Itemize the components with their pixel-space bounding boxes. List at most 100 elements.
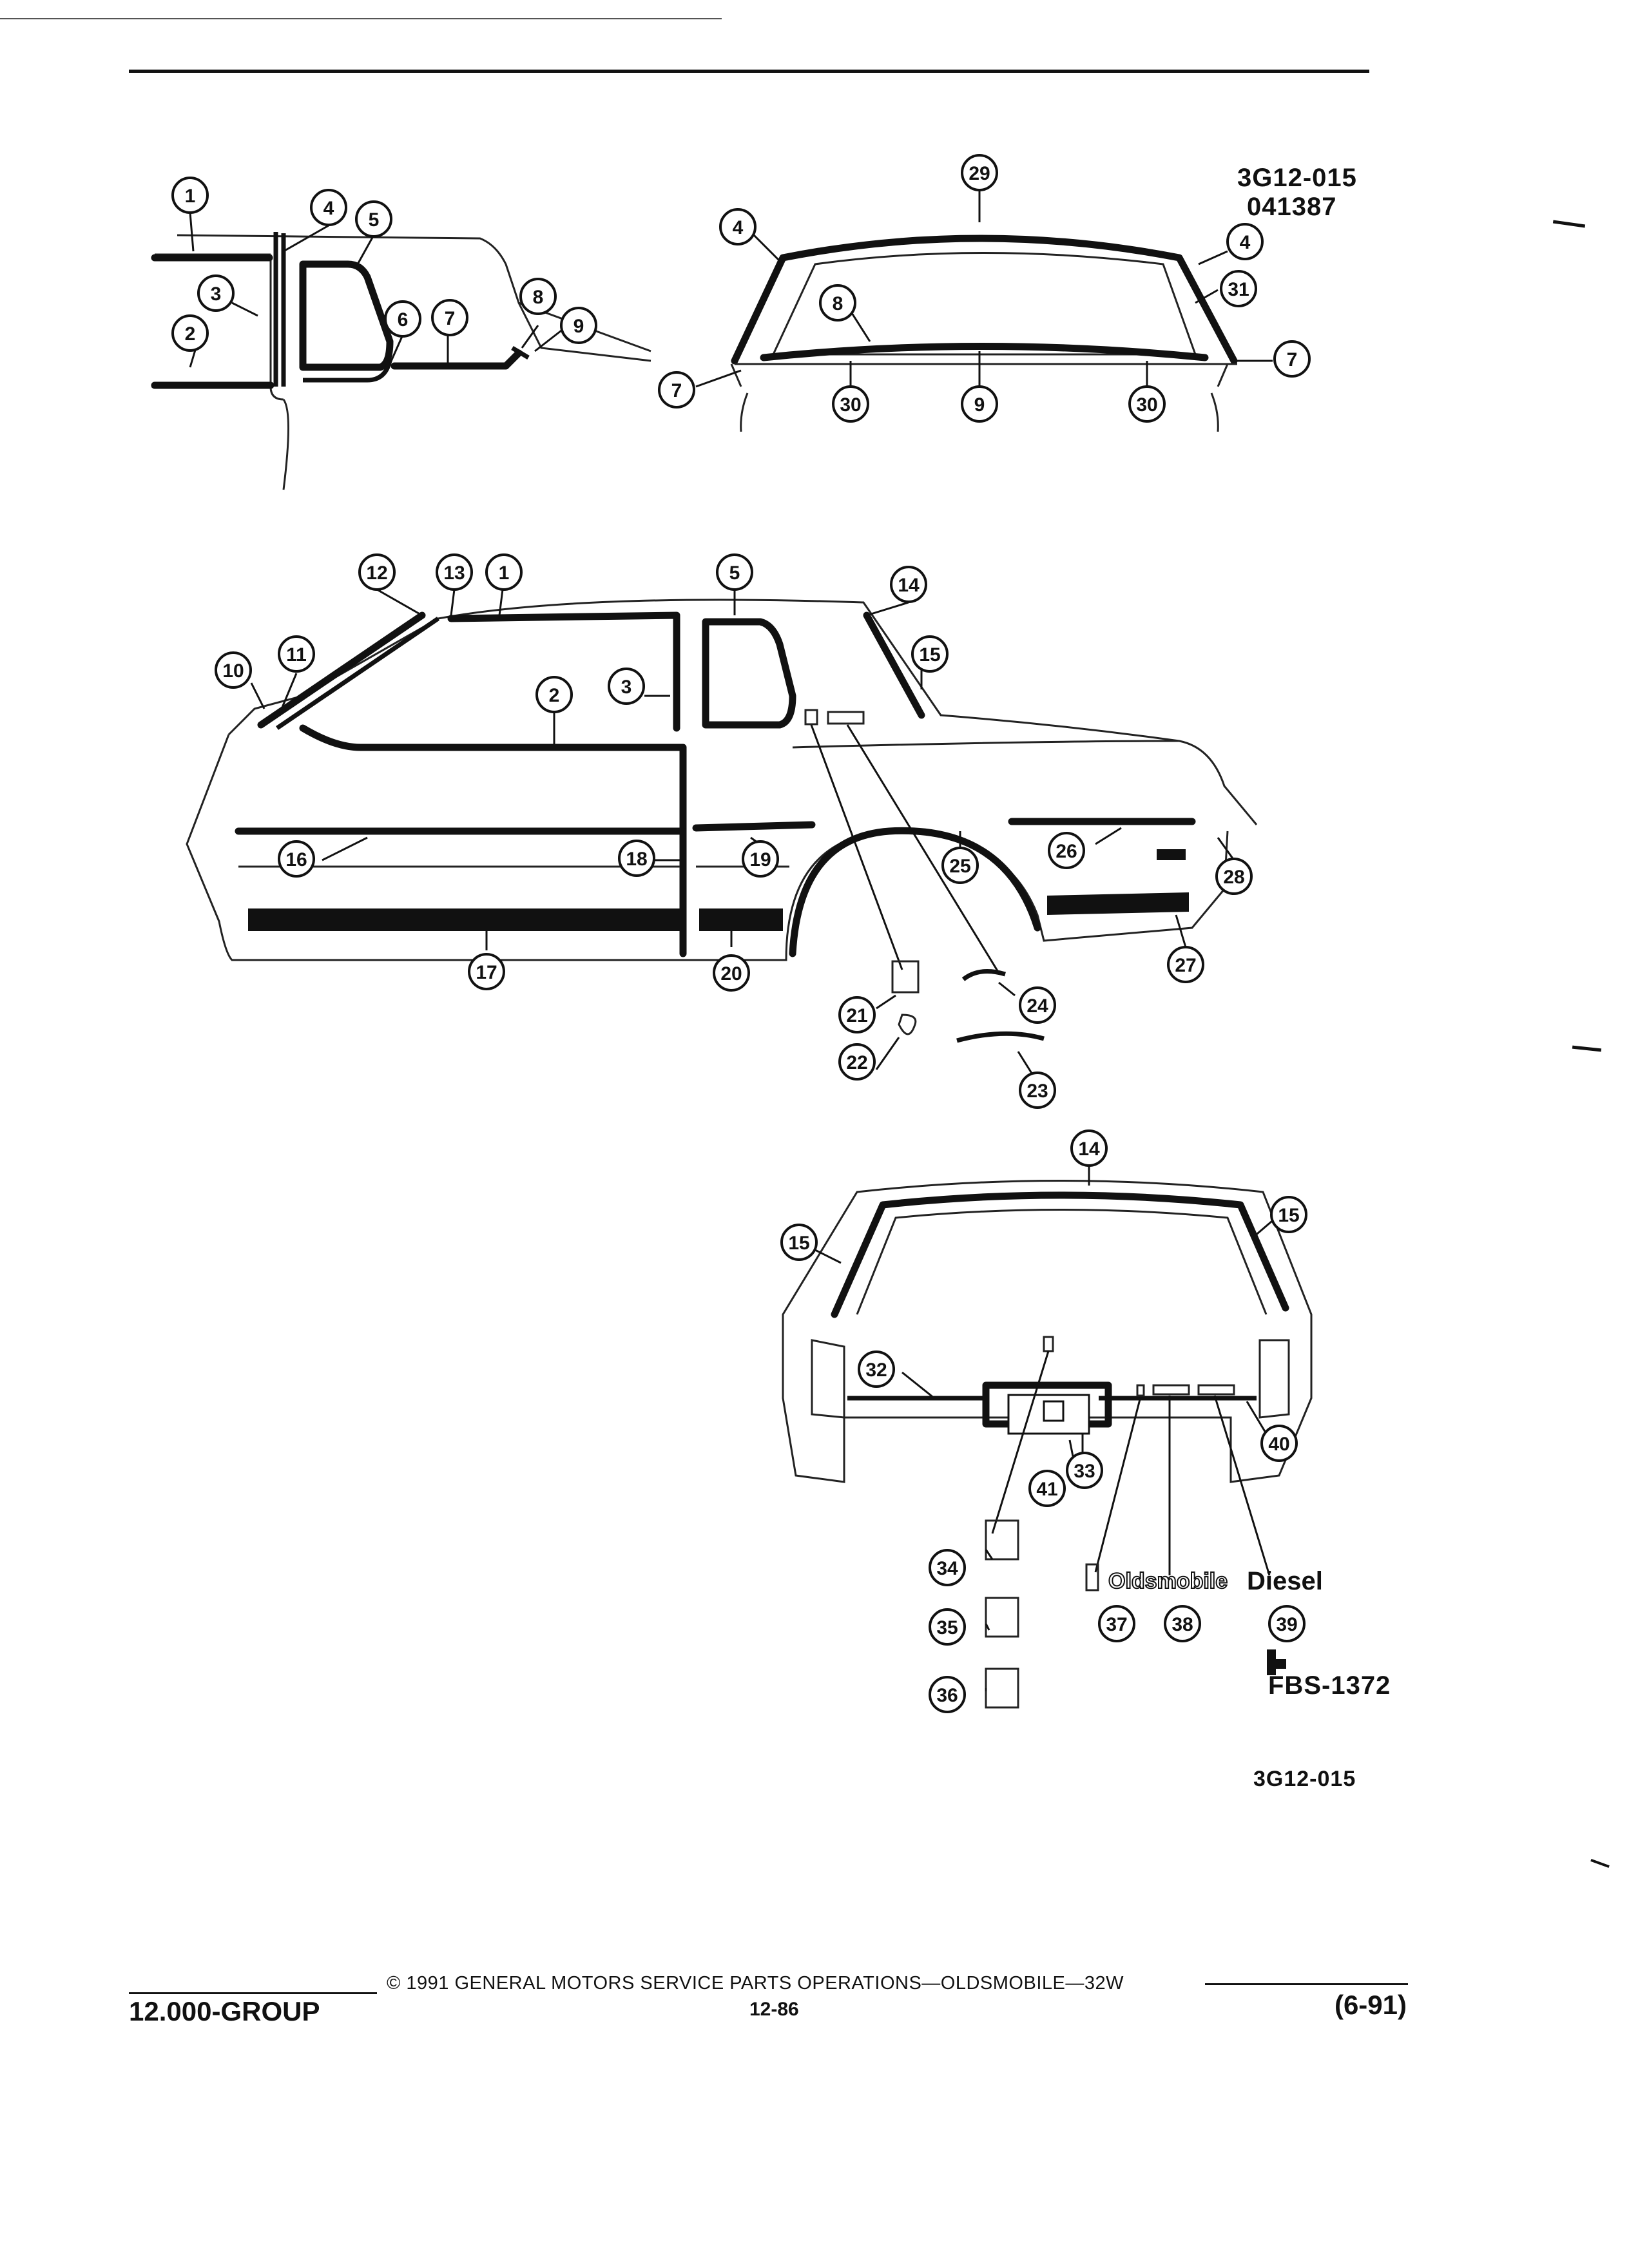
callout-1: 1 — [485, 553, 523, 591]
callout-21: 21 — [838, 996, 876, 1033]
callout-5: 5 — [355, 200, 392, 238]
footer-rule-left — [129, 1992, 377, 1994]
svg-text:15: 15 — [919, 644, 940, 666]
callout-9: 9 — [961, 385, 998, 423]
svg-text:14: 14 — [898, 575, 920, 596]
callout-3: 3 — [197, 274, 235, 312]
svg-text:12: 12 — [366, 562, 387, 584]
svg-text:15: 15 — [1278, 1205, 1299, 1226]
svg-text:6: 6 — [398, 309, 409, 331]
svg-text:28: 28 — [1223, 867, 1244, 888]
callout-7-right: 7 — [1273, 340, 1311, 378]
svg-text:4: 4 — [733, 217, 744, 238]
callout-6: 6 — [384, 300, 421, 338]
callout-15-right: 15 — [1270, 1196, 1307, 1233]
svg-text:15: 15 — [788, 1233, 809, 1254]
svg-text:22: 22 — [846, 1052, 867, 1073]
svg-text:4: 4 — [323, 198, 334, 219]
svg-text:21: 21 — [846, 1005, 867, 1026]
callout-15: 15 — [911, 635, 949, 673]
callout-30-right: 30 — [1128, 385, 1166, 423]
callout-16: 16 — [278, 840, 315, 878]
svg-text:10: 10 — [222, 660, 244, 682]
svg-text:30: 30 — [840, 394, 861, 416]
svg-text:7: 7 — [445, 308, 456, 329]
callout-35: 35 — [929, 1608, 966, 1646]
callouts-top-left: 1 2 3 4 5 6 7 8 9 — [171, 177, 597, 352]
svg-text:9: 9 — [974, 394, 985, 416]
callout-2: 2 — [535, 676, 573, 713]
svg-text:25: 25 — [949, 856, 970, 877]
svg-text:20: 20 — [720, 963, 742, 985]
svg-text:37: 37 — [1106, 1614, 1127, 1635]
callout-31: 31 — [1220, 270, 1257, 307]
callout-8: 8 — [819, 284, 856, 322]
svg-text:14: 14 — [1078, 1139, 1100, 1160]
callout-4-left: 4 — [719, 208, 757, 245]
detail-roof-quarter — [151, 232, 651, 490]
callout-9: 9 — [560, 307, 597, 344]
svg-text:35: 35 — [936, 1617, 958, 1639]
callout-25: 25 — [941, 847, 979, 884]
emblem-diesel: Diesel — [1247, 1567, 1323, 1595]
svg-text:2: 2 — [185, 323, 196, 345]
callout-5: 5 — [716, 553, 753, 591]
svg-text:27: 27 — [1175, 955, 1196, 976]
svg-text:8: 8 — [833, 293, 843, 314]
callout-33: 33 — [1066, 1452, 1103, 1489]
callout-1: 1 — [171, 177, 209, 214]
svg-text:18: 18 — [626, 849, 647, 870]
svg-text:2: 2 — [549, 685, 560, 706]
ref-code-top: 3G12-015 — [1237, 164, 1357, 192]
callout-41: 41 — [1028, 1470, 1066, 1507]
svg-text:16: 16 — [285, 849, 307, 870]
callout-19: 19 — [742, 840, 779, 878]
detail-rear-view — [782, 1180, 1313, 1709]
ref-code-bottom: 3G12-015 — [1253, 1767, 1356, 1791]
callout-11: 11 — [278, 635, 315, 673]
svg-text:40: 40 — [1268, 1434, 1289, 1455]
svg-text:34: 34 — [936, 1558, 958, 1579]
header-rule — [129, 70, 1369, 73]
callout-7: 7 — [431, 299, 468, 336]
callout-23: 23 — [1019, 1072, 1056, 1109]
svg-text:36: 36 — [936, 1685, 958, 1706]
footer-copyright: © 1991 GENERAL MOTORS SERVICE PARTS OPER… — [387, 1973, 1124, 1994]
footer-rule-right — [1205, 1983, 1408, 1985]
detail-rear-window — [730, 235, 1238, 432]
svg-text:1: 1 — [499, 562, 510, 584]
footer-group-label: 12.000-GROUP — [129, 1996, 320, 2026]
callout-18: 18 — [618, 840, 655, 877]
callout-14: 14 — [890, 566, 927, 603]
detail-side-view — [186, 599, 1258, 1043]
callout-39: 39 — [1268, 1605, 1306, 1642]
callouts-top-right: 4 4 7 7 8 9 29 30 30 31 — [658, 154, 1311, 423]
callouts-side-view: 1 2 3 5 10 11 12 13 14 15 16 17 18 19 20… — [215, 553, 1253, 1109]
svg-text:26: 26 — [1055, 841, 1077, 862]
svg-text:13: 13 — [443, 562, 465, 584]
callout-24: 24 — [1019, 986, 1056, 1024]
callout-15-left: 15 — [780, 1224, 818, 1261]
callout-20: 20 — [713, 954, 750, 992]
callout-28: 28 — [1215, 858, 1253, 895]
svg-text:29: 29 — [969, 163, 990, 184]
callout-12: 12 — [358, 553, 396, 591]
svg-text:17: 17 — [476, 962, 497, 983]
svg-text:31: 31 — [1228, 279, 1249, 300]
svg-text:3: 3 — [211, 284, 222, 305]
callout-38: 38 — [1164, 1605, 1201, 1642]
svg-text:9: 9 — [574, 316, 584, 337]
svg-text:7: 7 — [671, 380, 682, 401]
callout-29: 29 — [961, 154, 998, 191]
svg-text:5: 5 — [369, 209, 380, 231]
callouts-rear-view: 14 15 15 32 33 34 35 36 37 38 39 40 41 — [780, 1129, 1307, 1713]
svg-text:23: 23 — [1027, 1081, 1048, 1102]
svg-text:33: 33 — [1074, 1461, 1095, 1482]
svg-text:3: 3 — [621, 677, 632, 698]
svg-text:8: 8 — [533, 287, 544, 308]
callout-36: 36 — [929, 1676, 966, 1713]
callout-3: 3 — [608, 668, 645, 705]
callout-17: 17 — [468, 953, 505, 990]
callout-34: 34 — [929, 1549, 966, 1586]
